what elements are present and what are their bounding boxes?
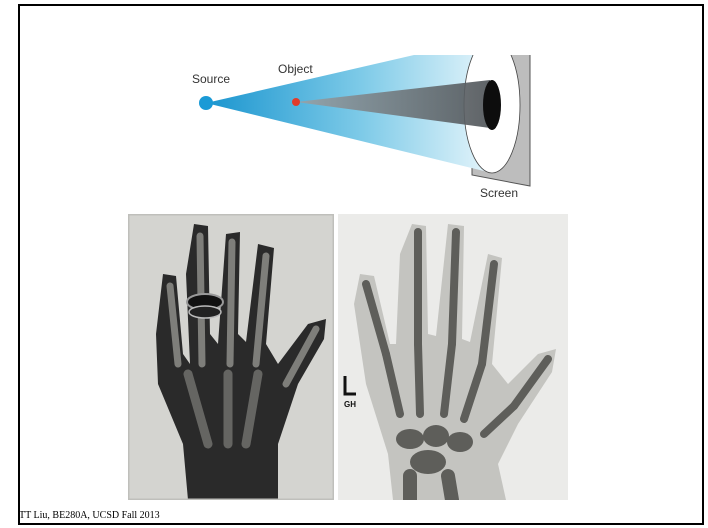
modern-hand-xray: GH xyxy=(338,214,568,500)
object-dot xyxy=(292,98,300,106)
gh-marker-text: GH xyxy=(344,400,356,409)
historic-hand-xray xyxy=(128,214,334,500)
gh-marker: GH xyxy=(342,376,362,416)
hand-xray-right-image xyxy=(338,214,568,500)
hand-xray-left-image xyxy=(128,214,334,500)
object-shadow xyxy=(483,80,501,130)
screen-label: Screen xyxy=(480,186,518,200)
left-side-marker-icon: GH xyxy=(342,376,362,416)
footer-credit: TT Liu, BE280A, UCSD Fall 2013 xyxy=(19,510,160,521)
object-label: Object xyxy=(278,62,313,76)
source-dot xyxy=(199,96,213,110)
source-label: Source xyxy=(192,72,230,86)
projection-diagram: Source Object Screen xyxy=(186,55,546,205)
